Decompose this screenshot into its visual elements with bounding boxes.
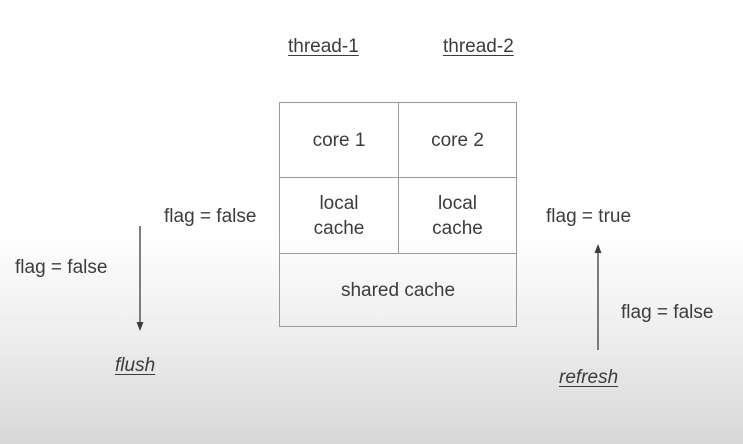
core-2-label: core 2 bbox=[431, 129, 484, 151]
local-cache-1-cell: local cache bbox=[280, 178, 398, 253]
thread-1-label: thread-1 bbox=[288, 36, 359, 57]
local-cache-2-line-1: local bbox=[437, 192, 478, 214]
thread-2-label: thread-2 bbox=[443, 36, 514, 57]
local-cache-2-line-2: cache bbox=[432, 217, 483, 239]
local-cache-1-line-2: cache bbox=[313, 217, 365, 239]
grid-divider-cache-row bbox=[280, 253, 516, 254]
shared-cache-label: shared cache bbox=[340, 279, 456, 301]
left-flag-upper: flag = false bbox=[164, 206, 257, 227]
core-1-cell: core 1 bbox=[280, 103, 398, 177]
right-flag-lower: flag = false bbox=[621, 302, 714, 323]
refresh-label: refresh bbox=[559, 367, 619, 388]
local-cache-2-cell: local cache bbox=[399, 178, 516, 253]
left-flag-lower: flag = false bbox=[15, 257, 108, 278]
right-flag-upper: flag = true bbox=[546, 206, 632, 227]
grid-divider-vertical bbox=[398, 103, 399, 253]
core-1-label: core 1 bbox=[312, 129, 366, 151]
flush-arrow bbox=[136, 226, 144, 331]
core-2-cell: core 2 bbox=[399, 103, 516, 177]
shared-cache-cell: shared cache bbox=[280, 254, 516, 326]
memory-grid: core 1 core 2 local cache local cache sh… bbox=[279, 102, 517, 327]
grid-divider-core-row bbox=[280, 177, 516, 178]
local-cache-1-line-1: local bbox=[319, 192, 359, 214]
flush-label: flush bbox=[115, 355, 156, 376]
refresh-arrow bbox=[594, 244, 602, 350]
